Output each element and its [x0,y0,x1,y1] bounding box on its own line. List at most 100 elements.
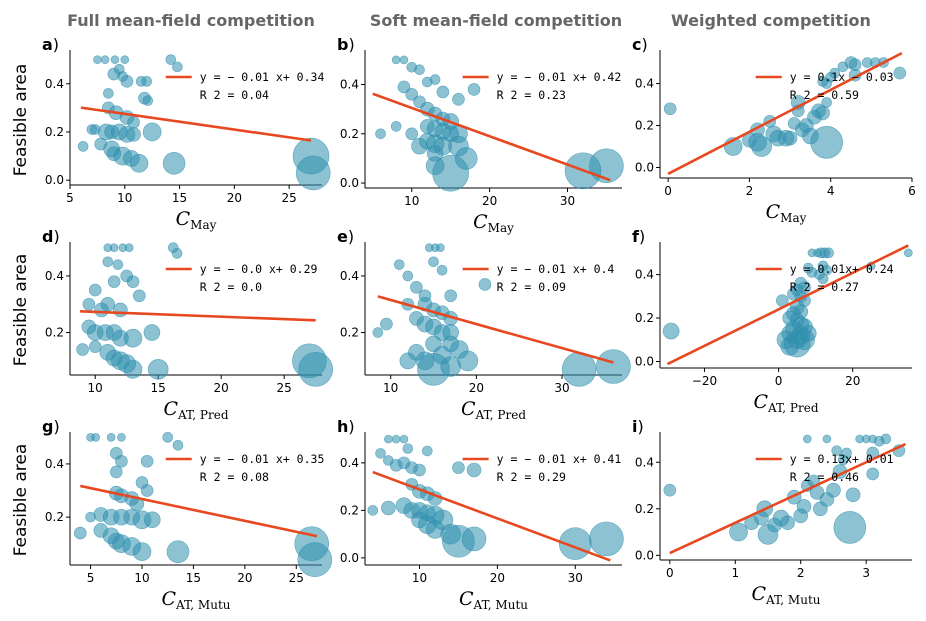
data-point [88,283,102,297]
data-point [126,275,140,288]
data-point [420,119,435,134]
fit-equation: y = − 0.01 x+ 0.35 [200,452,325,466]
regression-line [80,106,312,142]
y-axis-label-row-1: Feasible area [11,64,31,177]
fit-r-squared: R 2 = 0.09 [497,280,566,294]
data-point [88,340,102,354]
fit-r-squared: R 2 = 0.27 [790,280,859,294]
data-point [411,511,428,529]
y-tick-label: 0.4 [45,457,64,471]
data-point [866,467,880,481]
data-point [833,511,867,544]
x-axis-subscript: May [190,218,216,232]
x-axis-subscript: AT, Pred [475,408,527,422]
panel-letter: g) [42,417,60,436]
x-axis-label: CMay [473,211,514,235]
data-point [113,302,128,318]
x-axis-symbol: C [176,208,191,230]
fit-r-squared: R 2 = 0.04 [200,88,269,102]
data-point [109,243,119,252]
data-point [391,434,401,444]
data-point [143,511,161,529]
y-tick-label: 0.2 [45,510,64,524]
data-point [402,443,414,454]
y-tick-label: 0.0 [45,173,64,187]
x-tick-label: 20 [845,374,860,388]
data-point [77,141,89,152]
data-point [402,270,414,282]
data-point [106,433,116,442]
x-tick-label: 4 [827,184,835,198]
data-point [813,248,822,258]
x-tick-label: 20 [469,381,484,395]
data-point [142,122,162,142]
x-axis-symbol: C [459,588,474,610]
x-axis-subscript: AT, Pred [767,401,819,415]
data-point [372,327,384,338]
data-point [767,517,782,533]
data-point [107,275,121,288]
data-point [399,352,417,370]
data-point [100,55,110,64]
x-axis-symbol: C [163,398,178,420]
data-point [124,243,134,252]
fit-equation: y = − 0.01 x+ 0.4 [497,262,615,276]
y-tick-label: 0.4 [340,78,359,92]
y-tick-label: 0.2 [340,503,359,517]
data-point [422,76,433,88]
x-axis-symbol: C [473,211,488,233]
x-tick-label: 10 [134,571,149,585]
data-point [880,433,892,445]
x-tick-label: 0 [664,184,672,198]
data-point [112,259,124,270]
panel-letter-paren: ) [637,417,643,436]
data-point [413,95,426,109]
data-point [162,432,174,443]
data-point [375,448,386,459]
data-point [85,511,96,523]
data-point [390,121,402,132]
x-axis-label: CAT, Mutu [752,583,821,607]
data-point [114,63,125,75]
x-tick-label: 20 [482,194,497,208]
data-point [815,105,830,121]
data-point [893,66,907,80]
data-point [418,289,432,303]
y-tick-label: 0.2 [635,502,654,516]
x-tick-label: 0 [666,566,674,580]
fit-equation: y = 0.01x+ 0.24 [790,262,894,276]
data-point [826,482,841,498]
regression-line [80,310,316,322]
data-point [799,324,817,342]
data-point [381,500,396,516]
x-tick-label: 10 [117,191,132,205]
data-point [823,247,834,259]
data-point [86,124,98,135]
y-tick-label: 0.4 [635,455,654,469]
data-point [436,243,445,252]
data-point [103,88,114,99]
x-axis-subscript: AT, Pred [177,408,229,422]
data-point [172,439,184,451]
y-tick-label: 0.0 [635,354,654,368]
y-tick-label: 0.0 [635,161,654,175]
x-tick-label: 6 [908,184,916,198]
data-point [467,83,481,96]
regression-line [669,442,906,555]
column-title-2: Soft mean-field competition [370,11,622,30]
y-tick-label: 0.2 [635,119,654,133]
data-point [295,155,331,191]
data-point [117,433,126,442]
panel-letter-char: b [337,35,348,54]
x-tick-label: 30 [554,381,569,395]
data-point [165,54,177,65]
data-point [868,434,878,444]
y-tick-label: 0.4 [45,269,64,283]
data-point [380,317,393,331]
fit-r-squared: R 2 = 0.08 [200,470,269,484]
fit-equation: y = − 0.01 x+ 0.41 [497,452,622,466]
data-point [426,145,444,162]
data-point [466,462,482,478]
